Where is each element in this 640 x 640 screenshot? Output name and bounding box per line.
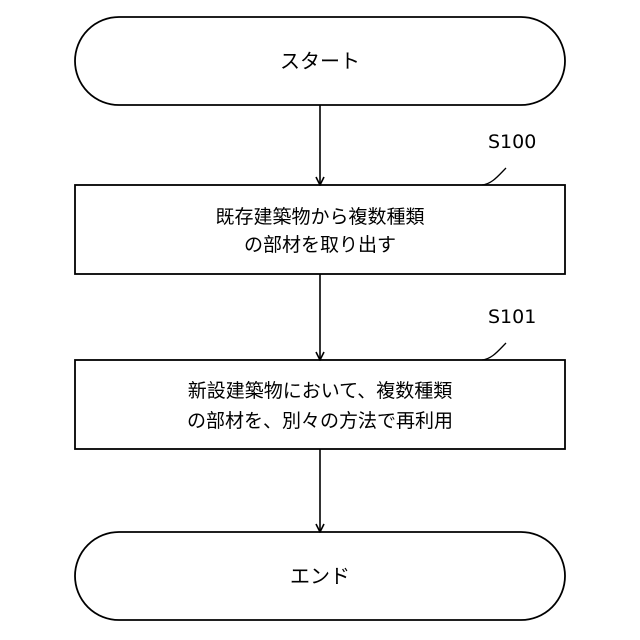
process-step-s100: 既存建築物から複数種類 の部材を取り出す bbox=[75, 185, 565, 274]
process-box-s100 bbox=[75, 185, 565, 274]
process-text-s100-line1: 既存建築物から複数種類 bbox=[215, 206, 424, 228]
process-text-s101-line1: 新設建築物において、複数種類 bbox=[188, 380, 452, 402]
step-leader-s100 bbox=[482, 168, 506, 185]
end-label: エンド bbox=[290, 564, 350, 588]
step-id-s100: S100 bbox=[488, 131, 536, 153]
start-terminal: スタート bbox=[75, 17, 565, 105]
process-text-s100-line2: の部材を取り出す bbox=[244, 234, 396, 256]
end-terminal: エンド bbox=[75, 532, 565, 620]
step-leader-s101 bbox=[482, 343, 506, 360]
process-text-s101-line2: の部材を、別々の方法で再利用 bbox=[187, 410, 453, 432]
step-id-s101: S101 bbox=[488, 306, 536, 328]
start-label: スタート bbox=[280, 49, 360, 73]
process-box-s101 bbox=[75, 360, 565, 449]
process-step-s101: 新設建築物において、複数種類 の部材を、別々の方法で再利用 bbox=[75, 360, 565, 449]
